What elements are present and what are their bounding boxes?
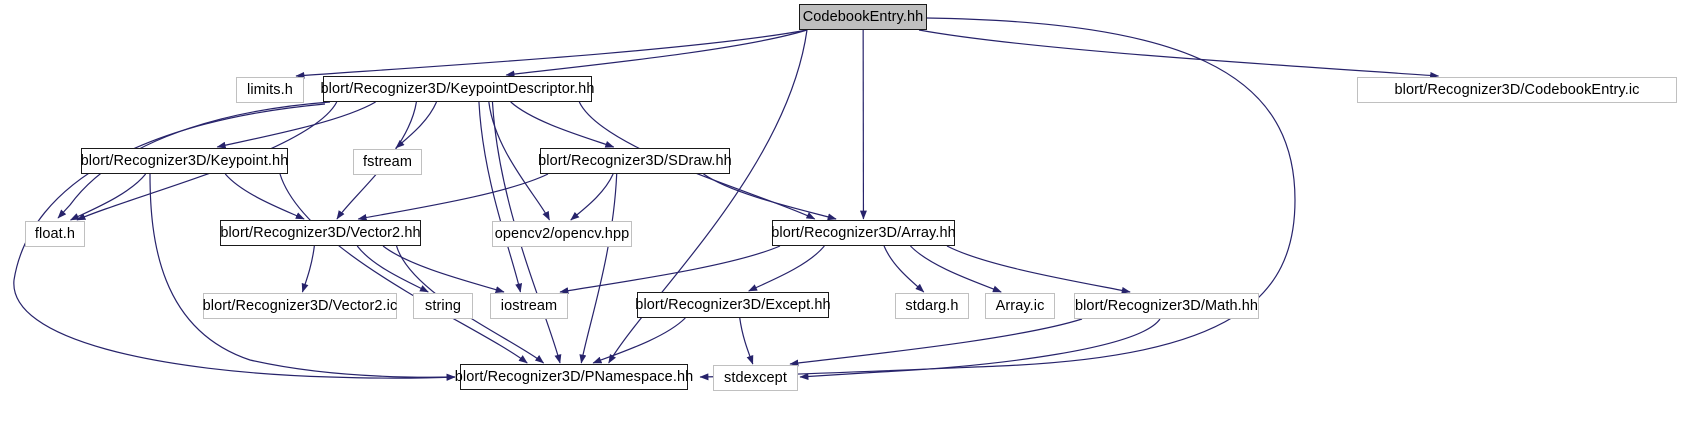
- graph-node-opencv_hpp[interactable]: opencv2/opencv.hpp: [492, 221, 632, 247]
- graph-edge-except_hh-to-stdexcept: [739, 317, 754, 365]
- graph-node-string[interactable]: string: [413, 293, 473, 319]
- graph-edge-keypointdescriptor-to-sdraw_hh: [510, 101, 615, 148]
- graph-edge-keypointdescriptor-to-keypoint_hh: [216, 101, 376, 149]
- graph-node-array_hh[interactable]: blort/Recognizer3D/Array.hh: [771, 220, 956, 246]
- graph-edge-array_hh-to-stdarg_h: [883, 245, 925, 293]
- graph-node-sdraw_hh[interactable]: blort/Recognizer3D/SDraw.hh: [538, 148, 732, 174]
- graph-node-keypointdescriptor[interactable]: blort/Recognizer3D/KeypointDescriptor.hh: [320, 76, 595, 102]
- graph-node-label: blort/Recognizer3D/Math.hh: [1074, 297, 1259, 314]
- graph-node-label: blort/Recognizer3D/CodebookEntry.ic: [1394, 81, 1640, 98]
- graph-edge-sdraw_hh-to-array_hh: [703, 173, 837, 221]
- graph-edge-keypoint_hh-to-pnamespace_hh-left: [149, 173, 456, 381]
- graph-edge-except_hh-to-pnamespace_hh: [592, 317, 686, 364]
- graph-node-label: float.h: [34, 225, 76, 242]
- graph-node-label: iostream: [500, 297, 558, 314]
- graph-node-keypoint_hh[interactable]: blort/Recognizer3D/Keypoint.hh: [81, 148, 288, 174]
- graph-node-vector2_hh[interactable]: blort/Recognizer3D/Vector2.hh: [220, 220, 421, 246]
- graph-edge-vector2_hh-to-iostream: [382, 245, 505, 293]
- graph-node-label: limits.h: [247, 81, 293, 98]
- graph-node-codebookentry_ic[interactable]: blort/Recognizer3D/CodebookEntry.ic: [1357, 77, 1677, 103]
- graph-node-label: blort/Recognizer3D/Vector2.hh: [220, 224, 421, 241]
- graph-node-label: blort/Recognizer3D/Vector2.ic: [202, 297, 398, 314]
- graph-edge-sdraw_hh-to-opencv_hpp: [570, 173, 614, 221]
- graph-node-limits_h[interactable]: limits.h: [236, 77, 304, 103]
- graph-node-fstream[interactable]: fstream: [353, 149, 422, 175]
- graph-node-except_hh[interactable]: blort/Recognizer3D/Except.hh: [635, 292, 831, 318]
- graph-node-label: CodebookEntry.hh: [802, 8, 924, 25]
- graph-edge-codebookentry_hh-to-limits_h: [295, 29, 808, 79]
- graph-node-float_h[interactable]: float.h: [25, 221, 85, 247]
- graph-node-label: blort/Recognizer3D/Except.hh: [635, 296, 831, 313]
- graph-edge-array_hh-to-array_ic: [910, 245, 1002, 293]
- graph-edge-array_hh-to-iostream: [559, 245, 781, 295]
- graph-node-iostream[interactable]: iostream: [490, 293, 568, 319]
- graph-edge-math_hh-to-stdexcept-right: [799, 318, 1161, 381]
- graph-edge-keypoint_hh-to-pnamespace_hh: [279, 173, 528, 364]
- graph-edge-keypoint_hh-to-vector2_hh: [224, 173, 305, 220]
- graph-node-label: fstream: [362, 153, 413, 170]
- graph-node-label: opencv2/opencv.hpp: [494, 225, 630, 242]
- graph-edge-array_hh-to-math_hh: [946, 245, 1131, 294]
- graph-edge-sdraw_hh-to-vector2_hh: [357, 173, 549, 221]
- graph-node-label: blort/Recognizer3D/KeypointDescriptor.hh: [320, 80, 595, 97]
- edge-paths: [13, 17, 1440, 381]
- graph-node-label: blort/Recognizer3D/PNamespace.hh: [454, 368, 694, 385]
- graph-edge-codebookentry_hh-to-codebookentry_ic: [918, 29, 1440, 79]
- graph-edge-keypointdescriptor-to-fstream: [395, 101, 438, 149]
- graph-edge-vector2_hh-to-vector2_ic: [301, 245, 315, 293]
- graph-node-codebookentry_hh[interactable]: CodebookEntry.hh: [799, 4, 927, 30]
- graph-edge-keypointdescriptor-to-iostream: [478, 101, 523, 293]
- graph-edge-keypoint_hh-to-float_h: [69, 173, 147, 221]
- graph-node-label: Array.ic: [995, 297, 1045, 314]
- graph-node-label: string: [424, 297, 462, 314]
- graph-edge-codebookentry_hh-to-keypointdescriptor: [505, 29, 808, 78]
- graph-node-pnamespace_hh[interactable]: blort/Recognizer3D/PNamespace.hh: [455, 364, 693, 390]
- graph-edge-vector2_hh-to-string: [356, 245, 429, 293]
- graph-node-label: blort/Recognizer3D/SDraw.hh: [538, 152, 732, 169]
- graph-node-stdarg_h[interactable]: stdarg.h: [895, 293, 969, 319]
- graph-edge-math_hh-to-stdexcept: [789, 318, 1083, 367]
- graph-node-label: blort/Recognizer3D/Keypoint.hh: [80, 152, 289, 169]
- graph-node-array_ic[interactable]: Array.ic: [985, 293, 1055, 319]
- graph-node-stdexcept[interactable]: stdexcept: [713, 365, 798, 391]
- graph-node-math_hh[interactable]: blort/Recognizer3D/Math.hh: [1074, 293, 1259, 319]
- graph-node-vector2_ic[interactable]: blort/Recognizer3D/Vector2.ic: [203, 293, 397, 319]
- graph-node-label: blort/Recognizer3D/Array.hh: [771, 224, 956, 241]
- graph-edge-codebookentry_hh-to-pnamespace_hh-wrap: [699, 17, 1296, 381]
- graph-edge-array_hh-to-except_hh: [748, 245, 825, 292]
- graph-node-label: stdarg.h: [905, 297, 959, 314]
- graph-edge-sdraw_hh-to-pnamespace_hh: [579, 173, 618, 364]
- graph-node-label: stdexcept: [724, 369, 787, 386]
